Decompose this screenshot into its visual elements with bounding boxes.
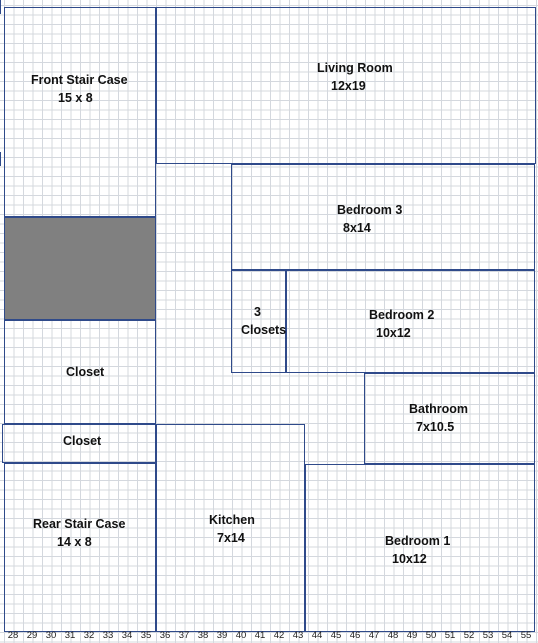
bedroom-3-size: 8x14 bbox=[343, 221, 371, 235]
room-living-room bbox=[156, 7, 536, 164]
bathroom-name: Bathroom bbox=[409, 402, 469, 416]
closet-upper-name: Closet bbox=[66, 365, 105, 379]
axis-tick-50: 50 bbox=[425, 630, 437, 641]
axis-tick-36: 36 bbox=[159, 630, 171, 641]
axis-tick-47: 47 bbox=[368, 630, 380, 641]
bathroom-size: 7x10.5 bbox=[416, 420, 455, 434]
kitchen-size: 7x14 bbox=[217, 531, 245, 545]
axis-tick-33: 33 bbox=[102, 630, 114, 641]
closet-lower-name: Closet bbox=[63, 434, 102, 448]
room-rear-stair-case bbox=[4, 463, 156, 632]
axis-tick-45: 45 bbox=[330, 630, 342, 641]
room-bedroom-2 bbox=[286, 270, 535, 373]
axis-tick-43: 43 bbox=[292, 630, 304, 641]
axis-tick-37: 37 bbox=[178, 630, 190, 641]
wall-mark-left-mid bbox=[0, 152, 1, 166]
axis-tick-39: 39 bbox=[216, 630, 228, 641]
axis-tick-34: 34 bbox=[121, 630, 133, 641]
bedroom-2-size: 10x12 bbox=[376, 326, 411, 340]
axis-tick-49: 49 bbox=[406, 630, 418, 641]
three-closets-count: 3 bbox=[254, 305, 261, 319]
axis-tick-51: 51 bbox=[444, 630, 456, 641]
axis-tick-29: 29 bbox=[26, 630, 38, 641]
room-bedroom-3 bbox=[231, 164, 535, 270]
axis-tick-28: 28 bbox=[7, 630, 19, 641]
kitchen-name: Kitchen bbox=[209, 513, 255, 527]
room-bedroom-1 bbox=[305, 464, 535, 632]
axis-tick-32: 32 bbox=[83, 630, 95, 641]
room-bathroom bbox=[364, 373, 535, 464]
front-stair-case-size: 15 x 8 bbox=[58, 91, 93, 105]
living-room-size: 12x19 bbox=[331, 79, 366, 93]
axis-tick-53: 53 bbox=[482, 630, 494, 641]
living-room-name: Living Room bbox=[317, 61, 393, 75]
three-closets-label: Closets bbox=[241, 323, 287, 337]
axis-tick-55: 55 bbox=[520, 630, 532, 641]
bedroom-1-size: 10x12 bbox=[392, 552, 427, 566]
axis-tick-40: 40 bbox=[235, 630, 247, 641]
axis-tick-48: 48 bbox=[387, 630, 399, 641]
axis-tick-54: 54 bbox=[501, 630, 513, 641]
bedroom-1-name: Bedroom 1 bbox=[385, 534, 451, 548]
wall-mark-left-top bbox=[0, 0, 1, 14]
room-3-closets bbox=[231, 270, 286, 373]
axis-tick-46: 46 bbox=[349, 630, 361, 641]
bedroom-3-name: Bedroom 3 bbox=[337, 203, 403, 217]
grid-axis: 28 29 30 31 32 33 34 35 36 37 38 39 40 41 42 43 44 45 46 47… bbox=[0, 630, 538, 643]
axis-tick-42: 42 bbox=[273, 630, 285, 641]
bedroom-2-name: Bedroom 2 bbox=[369, 308, 435, 322]
room-kitchen bbox=[156, 424, 305, 632]
room-closet-lower bbox=[2, 424, 156, 463]
axis-tick-44: 44 bbox=[311, 630, 323, 641]
axis-tick-38: 38 bbox=[197, 630, 209, 641]
room-front-stair-case bbox=[4, 7, 156, 217]
axis-tick-35: 35 bbox=[140, 630, 152, 641]
filled-block bbox=[4, 217, 156, 320]
axis-tick-31: 31 bbox=[64, 630, 76, 641]
room-closet-upper bbox=[4, 320, 156, 424]
rear-stair-case-size: 14 x 8 bbox=[57, 535, 92, 549]
axis-tick-52: 52 bbox=[463, 630, 475, 641]
rear-stair-case-name: Rear Stair Case bbox=[33, 517, 126, 531]
axis-tick-30: 30 bbox=[45, 630, 57, 641]
axis-tick-41: 41 bbox=[254, 630, 266, 641]
front-stair-case-name: Front Stair Case bbox=[31, 73, 128, 87]
